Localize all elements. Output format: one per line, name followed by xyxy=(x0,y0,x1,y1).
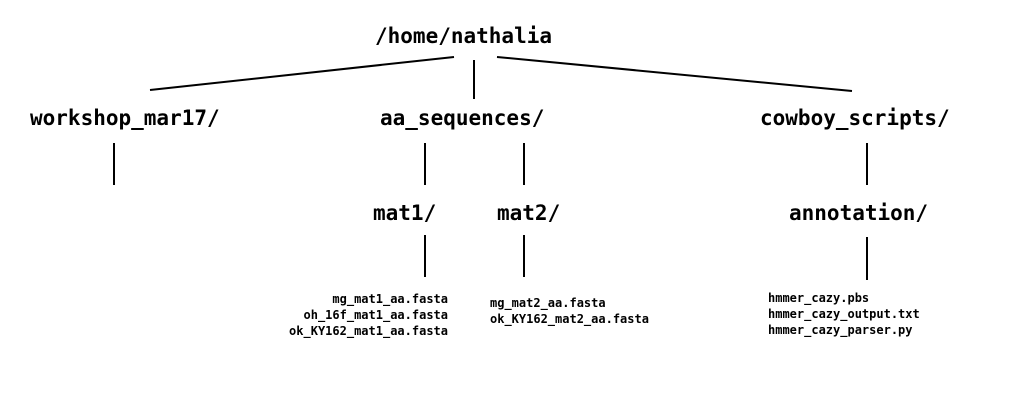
dir-cowboy-scripts: cowboy_scripts/ xyxy=(760,106,950,130)
file-hmmer-cazy-parser: hmmer_cazy_parser.py xyxy=(768,323,913,337)
mat2-file-list: mg_mat2_aa.fasta ok_KY162_mat2_aa.fasta xyxy=(490,295,649,327)
file-oh-16f-mat1: oh_16f_mat1_aa.fasta xyxy=(303,308,449,322)
dir-mat1: mat1/ xyxy=(373,201,437,225)
edge-root-cowboy-scripts xyxy=(496,56,853,92)
mat1-file-list: mg_mat1_aa.fasta oh_16f_mat1_aa.fasta ok… xyxy=(240,291,448,339)
dir-mat2: mat2/ xyxy=(497,201,561,225)
file-hmmer-cazy-pbs: hmmer_cazy.pbs xyxy=(768,291,870,305)
dir-workshop-mar17: workshop_mar17/ xyxy=(30,106,220,130)
file-ok-ky162-mat1: ok_KY162_mat1_aa.fasta xyxy=(289,324,448,338)
annotation-file-list: hmmer_cazy.pbs hmmer_cazy_output.txt hmm… xyxy=(768,290,920,338)
root-dir-label: /home/nathalia xyxy=(375,24,553,48)
edge-root-workshop xyxy=(149,56,455,91)
file-hmmer-cazy-output: hmmer_cazy_output.txt xyxy=(768,307,920,321)
dir-annotation: annotation/ xyxy=(789,201,929,225)
file-mg-mat2: mg_mat2_aa.fasta xyxy=(490,296,606,310)
file-ok-ky162-mat2: ok_KY162_mat2_aa.fasta xyxy=(490,312,649,326)
file-mg-mat1: mg_mat1_aa.fasta xyxy=(332,292,448,306)
dir-aa-sequences: aa_sequences/ xyxy=(380,106,545,130)
